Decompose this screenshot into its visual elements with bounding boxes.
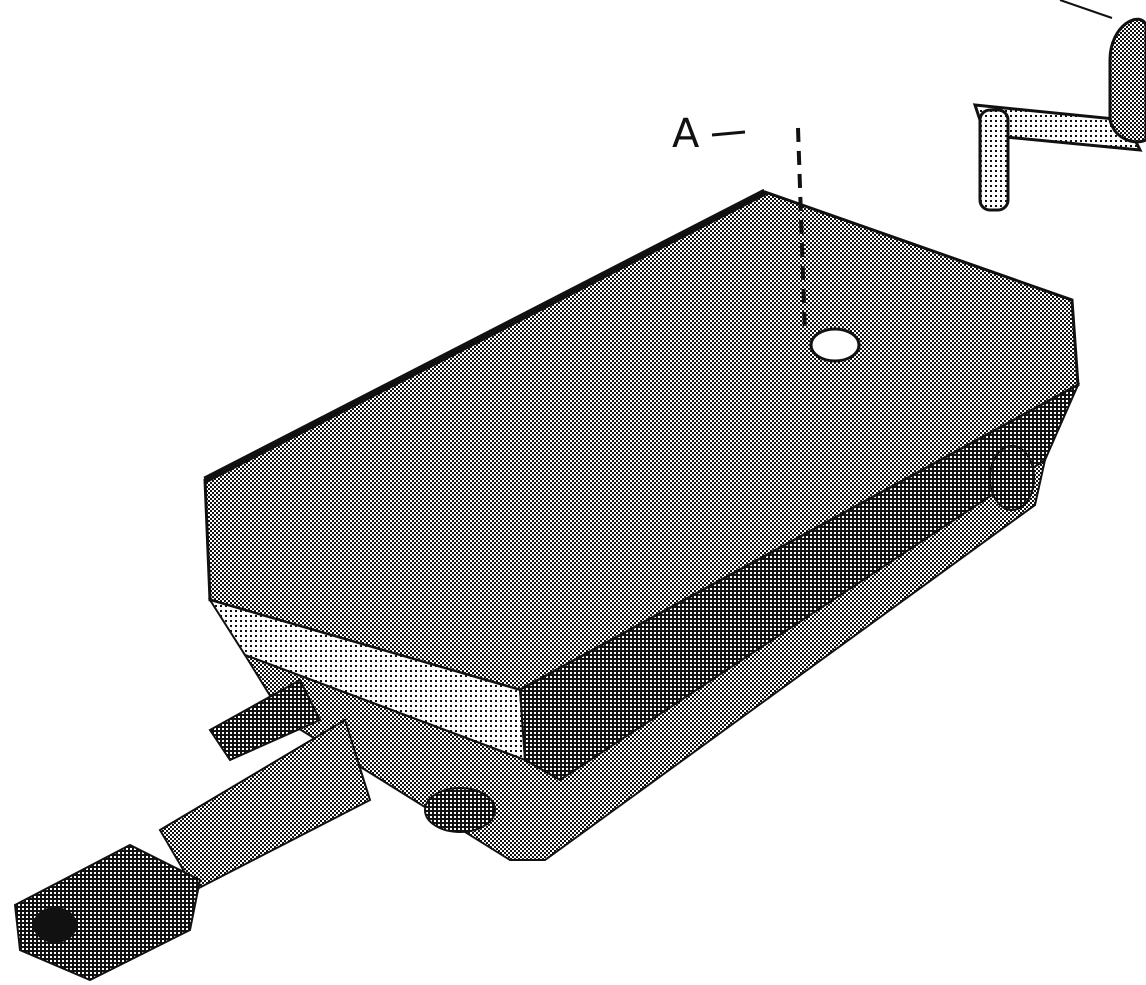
callout-a: A	[672, 111, 807, 336]
crank-handle-icon	[972, 0, 1146, 212]
callout-a-tick	[711, 130, 746, 137]
callout-a-leader	[796, 127, 807, 336]
trailer-body-icon	[203, 188, 1081, 861]
callout-a-label: A	[672, 111, 700, 157]
drawbar-icon	[158, 678, 372, 892]
coupling-icon	[13, 843, 202, 982]
